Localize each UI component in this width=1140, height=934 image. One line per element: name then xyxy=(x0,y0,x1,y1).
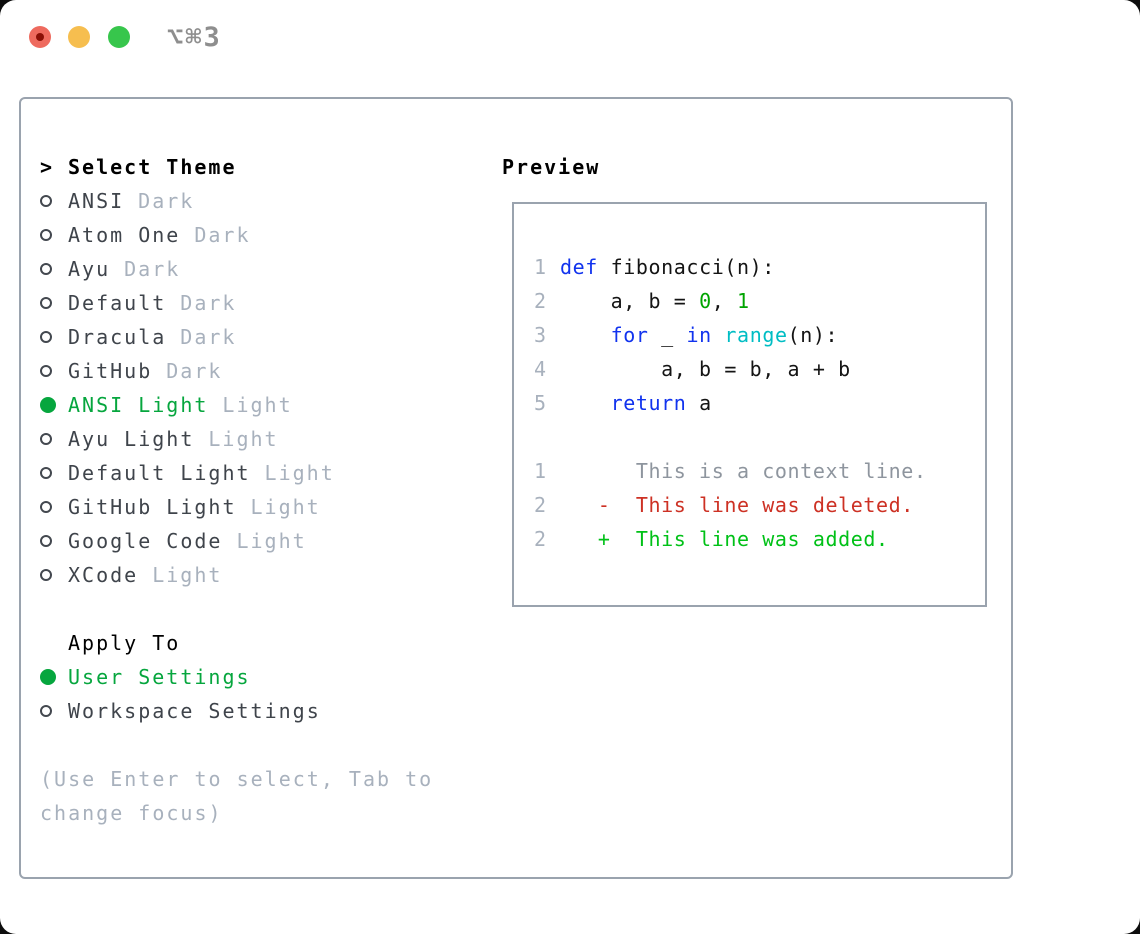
theme-tag: Dark xyxy=(124,257,181,281)
theme-option-atom-one-dark[interactable]: Atom One Dark xyxy=(40,218,335,252)
radio-icon xyxy=(40,467,52,479)
theme-tag: Light xyxy=(152,563,223,587)
theme-list-heading-row: > Select Theme xyxy=(40,150,335,184)
theme-tag: Light xyxy=(250,495,321,519)
theme-tag: Dark xyxy=(180,325,237,349)
radio-icon xyxy=(40,297,52,309)
theme-option-default-dark[interactable]: Default Dark xyxy=(40,286,335,320)
theme-tag: Light xyxy=(264,461,335,485)
close-button[interactable] xyxy=(29,26,51,48)
theme-tag: Light xyxy=(236,529,307,553)
theme-option-ansi-light[interactable]: ANSI Light Light xyxy=(40,388,335,422)
theme-tag: Dark xyxy=(194,223,251,247)
code-line: 2 a, b = 0, 1 xyxy=(534,289,750,313)
blank-line xyxy=(534,420,985,454)
line-number: 2 xyxy=(534,493,547,517)
theme-name: Ayu xyxy=(68,257,111,281)
radio-icon xyxy=(40,501,52,513)
theme-option-ayu-dark[interactable]: Ayu Dark xyxy=(40,252,335,286)
preview-heading-row: Preview xyxy=(502,150,600,184)
theme-name: Google Code xyxy=(68,529,223,553)
theme-tag: Light xyxy=(208,427,279,451)
theme-name: GitHub Light xyxy=(68,495,237,519)
zoom-button[interactable] xyxy=(108,26,130,48)
theme-name: Ayu Light xyxy=(68,427,195,451)
line-number: 2 xyxy=(534,289,547,313)
theme-name: XCode xyxy=(68,563,139,587)
theme-tag: Dark xyxy=(166,359,223,383)
theme-name: Atom One xyxy=(68,223,181,247)
minimize-button[interactable] xyxy=(68,26,90,48)
code-line: 1 def fibonacci(n): xyxy=(534,255,775,279)
theme-option-ayu-light[interactable]: Ayu Light Light xyxy=(40,422,335,456)
theme-list: > Select Theme ANSI Dark Atom One Dark A… xyxy=(40,150,335,592)
apply-to-heading-row: Apply To xyxy=(40,626,321,660)
radio-selected-icon xyxy=(40,397,56,413)
apply-to-section: Apply To User Settings Workspace Setting… xyxy=(40,626,321,728)
radio-icon xyxy=(40,433,52,445)
theme-option-ansi-dark[interactable]: ANSI Dark xyxy=(40,184,335,218)
diff-context-line: 1 This is a context line. xyxy=(534,459,927,483)
radio-icon xyxy=(40,331,52,343)
theme-name: Default xyxy=(68,291,167,315)
theme-option-xcode[interactable]: XCode Light xyxy=(40,558,335,592)
theme-tag: Dark xyxy=(180,291,237,315)
theme-picker-panel: > Select Theme ANSI Dark Atom One Dark A… xyxy=(19,97,1013,879)
line-number: 2 xyxy=(534,527,547,551)
preview-box: 1 def fibonacci(n): 2 a, b = 0, 1 3 for … xyxy=(512,202,987,607)
apply-option-label: Workspace Settings xyxy=(68,699,321,723)
theme-tag: Dark xyxy=(138,189,195,213)
theme-name: Dracula xyxy=(68,325,167,349)
theme-option-github-light[interactable]: GitHub Light Light xyxy=(40,490,335,524)
theme-list-heading: Select Theme xyxy=(68,155,237,179)
theme-name: ANSI Light xyxy=(68,393,209,417)
radio-icon xyxy=(40,569,52,581)
theme-name: GitHub xyxy=(68,359,153,383)
line-number: 1 xyxy=(534,255,547,279)
theme-name: Default Light xyxy=(68,461,251,485)
code-line: 4 a, b = b, a + b xyxy=(534,357,851,381)
code-line: 5 return a xyxy=(534,391,712,415)
theme-option-default-light[interactable]: Default Light Light xyxy=(40,456,335,490)
keyboard-hint: (Use Enter to select, Tab to change focu… xyxy=(40,767,434,825)
keyboard-shortcut-label: ⌥⌘3 xyxy=(167,22,222,53)
radio-icon xyxy=(40,263,52,275)
radio-icon xyxy=(40,365,52,377)
cursor-icon: > xyxy=(40,155,55,179)
theme-name: ANSI xyxy=(68,189,125,213)
code-line: 3 for _ in range(n): xyxy=(534,323,839,347)
close-dot-icon xyxy=(36,33,44,41)
line-number: 3 xyxy=(534,323,547,347)
diff-deleted-line: 2 - This line was deleted. xyxy=(534,493,914,517)
theme-tag: Light xyxy=(222,393,293,417)
line-number: 5 xyxy=(534,391,547,415)
apply-option-user-settings[interactable]: User Settings xyxy=(40,660,321,694)
theme-option-github-dark[interactable]: GitHub Dark xyxy=(40,354,335,388)
radio-icon xyxy=(40,195,52,207)
radio-selected-icon xyxy=(40,669,56,685)
diff-added-line: 2 + This line was added. xyxy=(534,527,889,551)
apply-to-heading: Apply To xyxy=(68,631,181,655)
line-number: 1 xyxy=(534,459,547,483)
line-number: 4 xyxy=(534,357,547,381)
preview-heading: Preview xyxy=(502,155,601,179)
apply-option-label: User Settings xyxy=(68,665,251,689)
radio-icon xyxy=(40,535,52,547)
radio-icon xyxy=(40,705,52,717)
apply-option-workspace-settings[interactable]: Workspace Settings xyxy=(40,694,321,728)
theme-option-dracula-dark[interactable]: Dracula Dark xyxy=(40,320,335,354)
titlebar: ⌥⌘3 xyxy=(0,0,1140,74)
theme-option-google-code[interactable]: Google Code Light xyxy=(40,524,335,558)
radio-icon xyxy=(40,229,52,241)
